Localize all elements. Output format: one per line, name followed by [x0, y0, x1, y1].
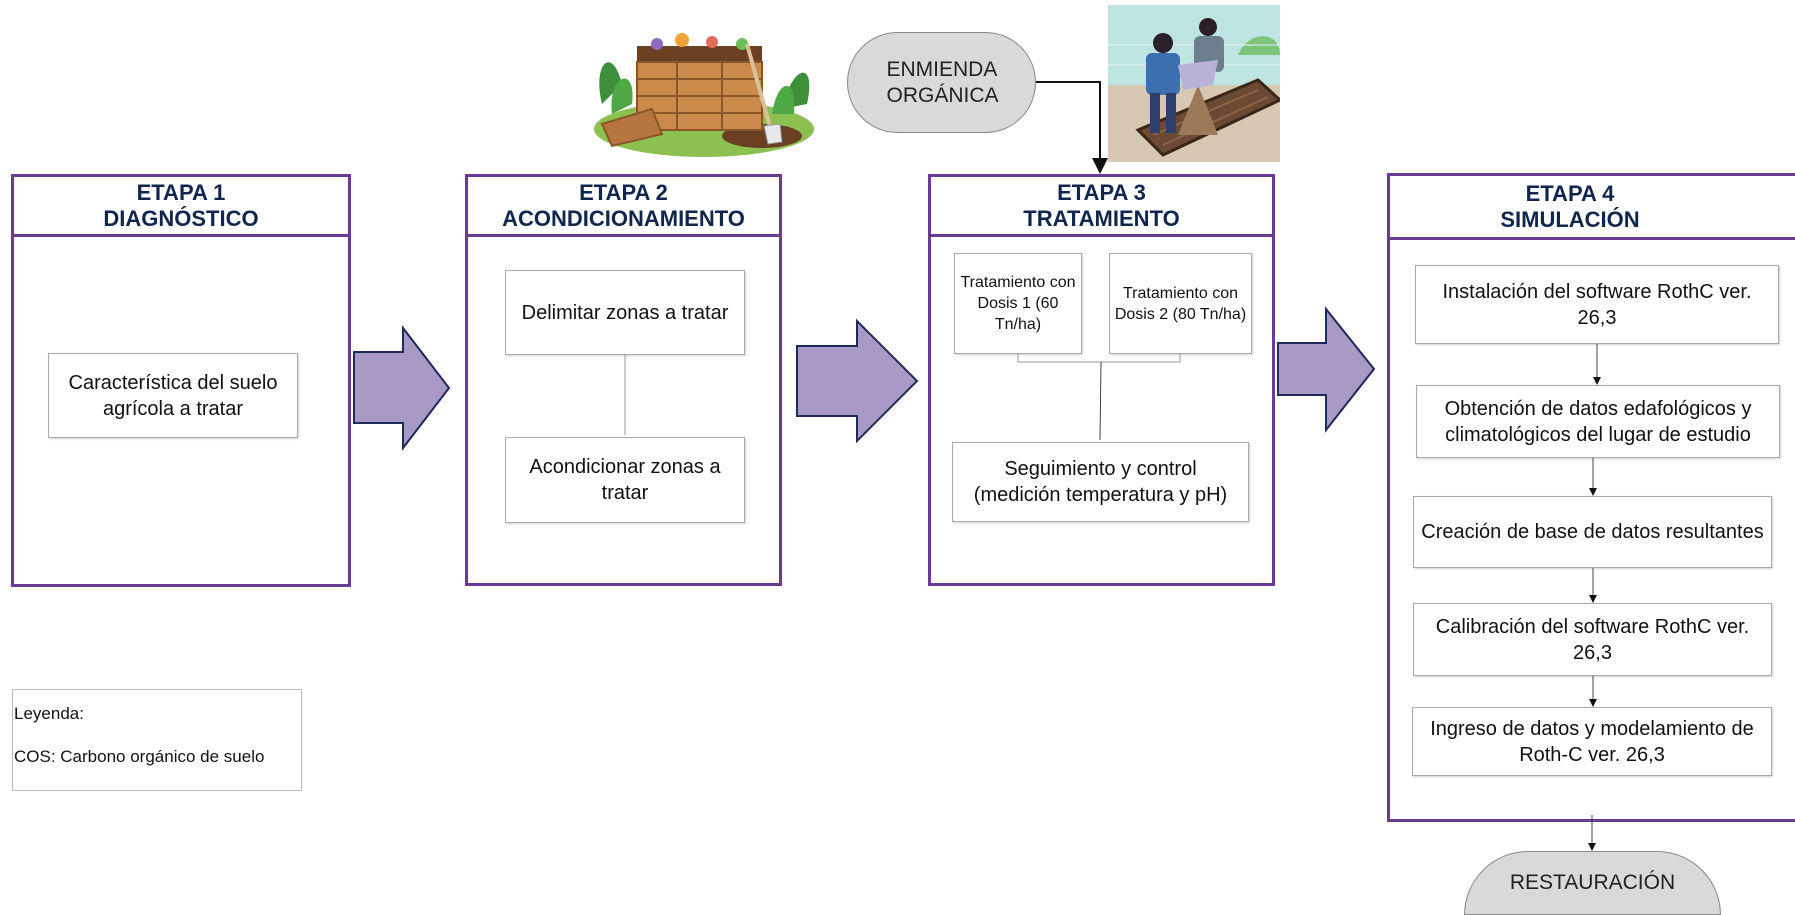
- legend-entry: COS: Carbono orgánico de suelo: [14, 747, 265, 766]
- step-calibrate-rothc: Calibración del software RothC ver. 26,3: [1413, 603, 1772, 676]
- stage-2-title: ETAPA 2: [579, 179, 668, 205]
- stage-4-header: ETAPA 4 SIMULACIÓN: [1390, 176, 1795, 240]
- step-create-database: Creación de base de datos resultantes: [1413, 496, 1772, 568]
- compost-bin-illustration: [594, 33, 814, 157]
- stage-3-title: ETAPA 3: [1057, 179, 1146, 205]
- stage-3-subtitle: TRATAMIENTO: [1023, 205, 1180, 231]
- stage-2-subtitle: ACONDICIONAMIENTO: [502, 205, 745, 231]
- stage-4-subtitle: SIMULACIÓN: [1500, 206, 1640, 232]
- step-delimit-zones: Delimitar zonas a tratar: [505, 270, 745, 355]
- step-model-rothc: Ingreso de datos y modelamiento de Roth-…: [1412, 707, 1772, 776]
- flow-arrow-1: [353, 325, 451, 451]
- stage-3-header: ETAPA 3 TRATAMIENTO: [931, 177, 1272, 237]
- stage-4-title: ETAPA 4: [1525, 180, 1615, 206]
- step-treatment-dose-1: Tratamiento con Dosis 1 (60 Tn/ha): [954, 253, 1082, 354]
- output-restoration: RESTAURACIÓN: [1464, 851, 1721, 915]
- stage-1-header: ETAPA 1 DIAGNÓSTICO: [14, 177, 348, 237]
- soil-workers-illustration: [1108, 5, 1280, 162]
- connector-doses-bracket: [1017, 354, 1181, 363]
- step-condition-zones: Acondicionar zonas a tratar: [505, 437, 745, 523]
- stage-1-title: ETAPA 1: [136, 179, 226, 205]
- stage-1-subtitle: DIAGNÓSTICO: [103, 205, 259, 231]
- step-install-rothc: Instalación del software RothC ver. 26,3: [1415, 265, 1779, 344]
- step-collect-data: Obtención de datos edafológicos y climat…: [1416, 385, 1780, 458]
- legend-title: Leyenda:: [14, 704, 84, 723]
- step-soil-characterization: Característica del suelo agrícola a trat…: [48, 353, 298, 438]
- connector-doses-to-monitoring: [1099, 361, 1102, 441]
- connector-amendment-to-stage3: [1036, 81, 1108, 174]
- step-monitoring-control: Seguimiento y control (medición temperat…: [952, 442, 1249, 522]
- legend-box: Leyenda: COS: Carbono orgánico de suelo: [12, 689, 302, 791]
- input-organic-amendment: ENMIENDA ORGÁNICA: [847, 32, 1036, 133]
- flow-arrow-2: [796, 318, 919, 444]
- stage-2-header: ETAPA 2 ACONDICIONAMIENTO: [468, 177, 779, 237]
- step-treatment-dose-2: Tratamiento con Dosis 2 (80 Tn/ha): [1109, 253, 1252, 354]
- flow-arrow-3: [1277, 306, 1376, 433]
